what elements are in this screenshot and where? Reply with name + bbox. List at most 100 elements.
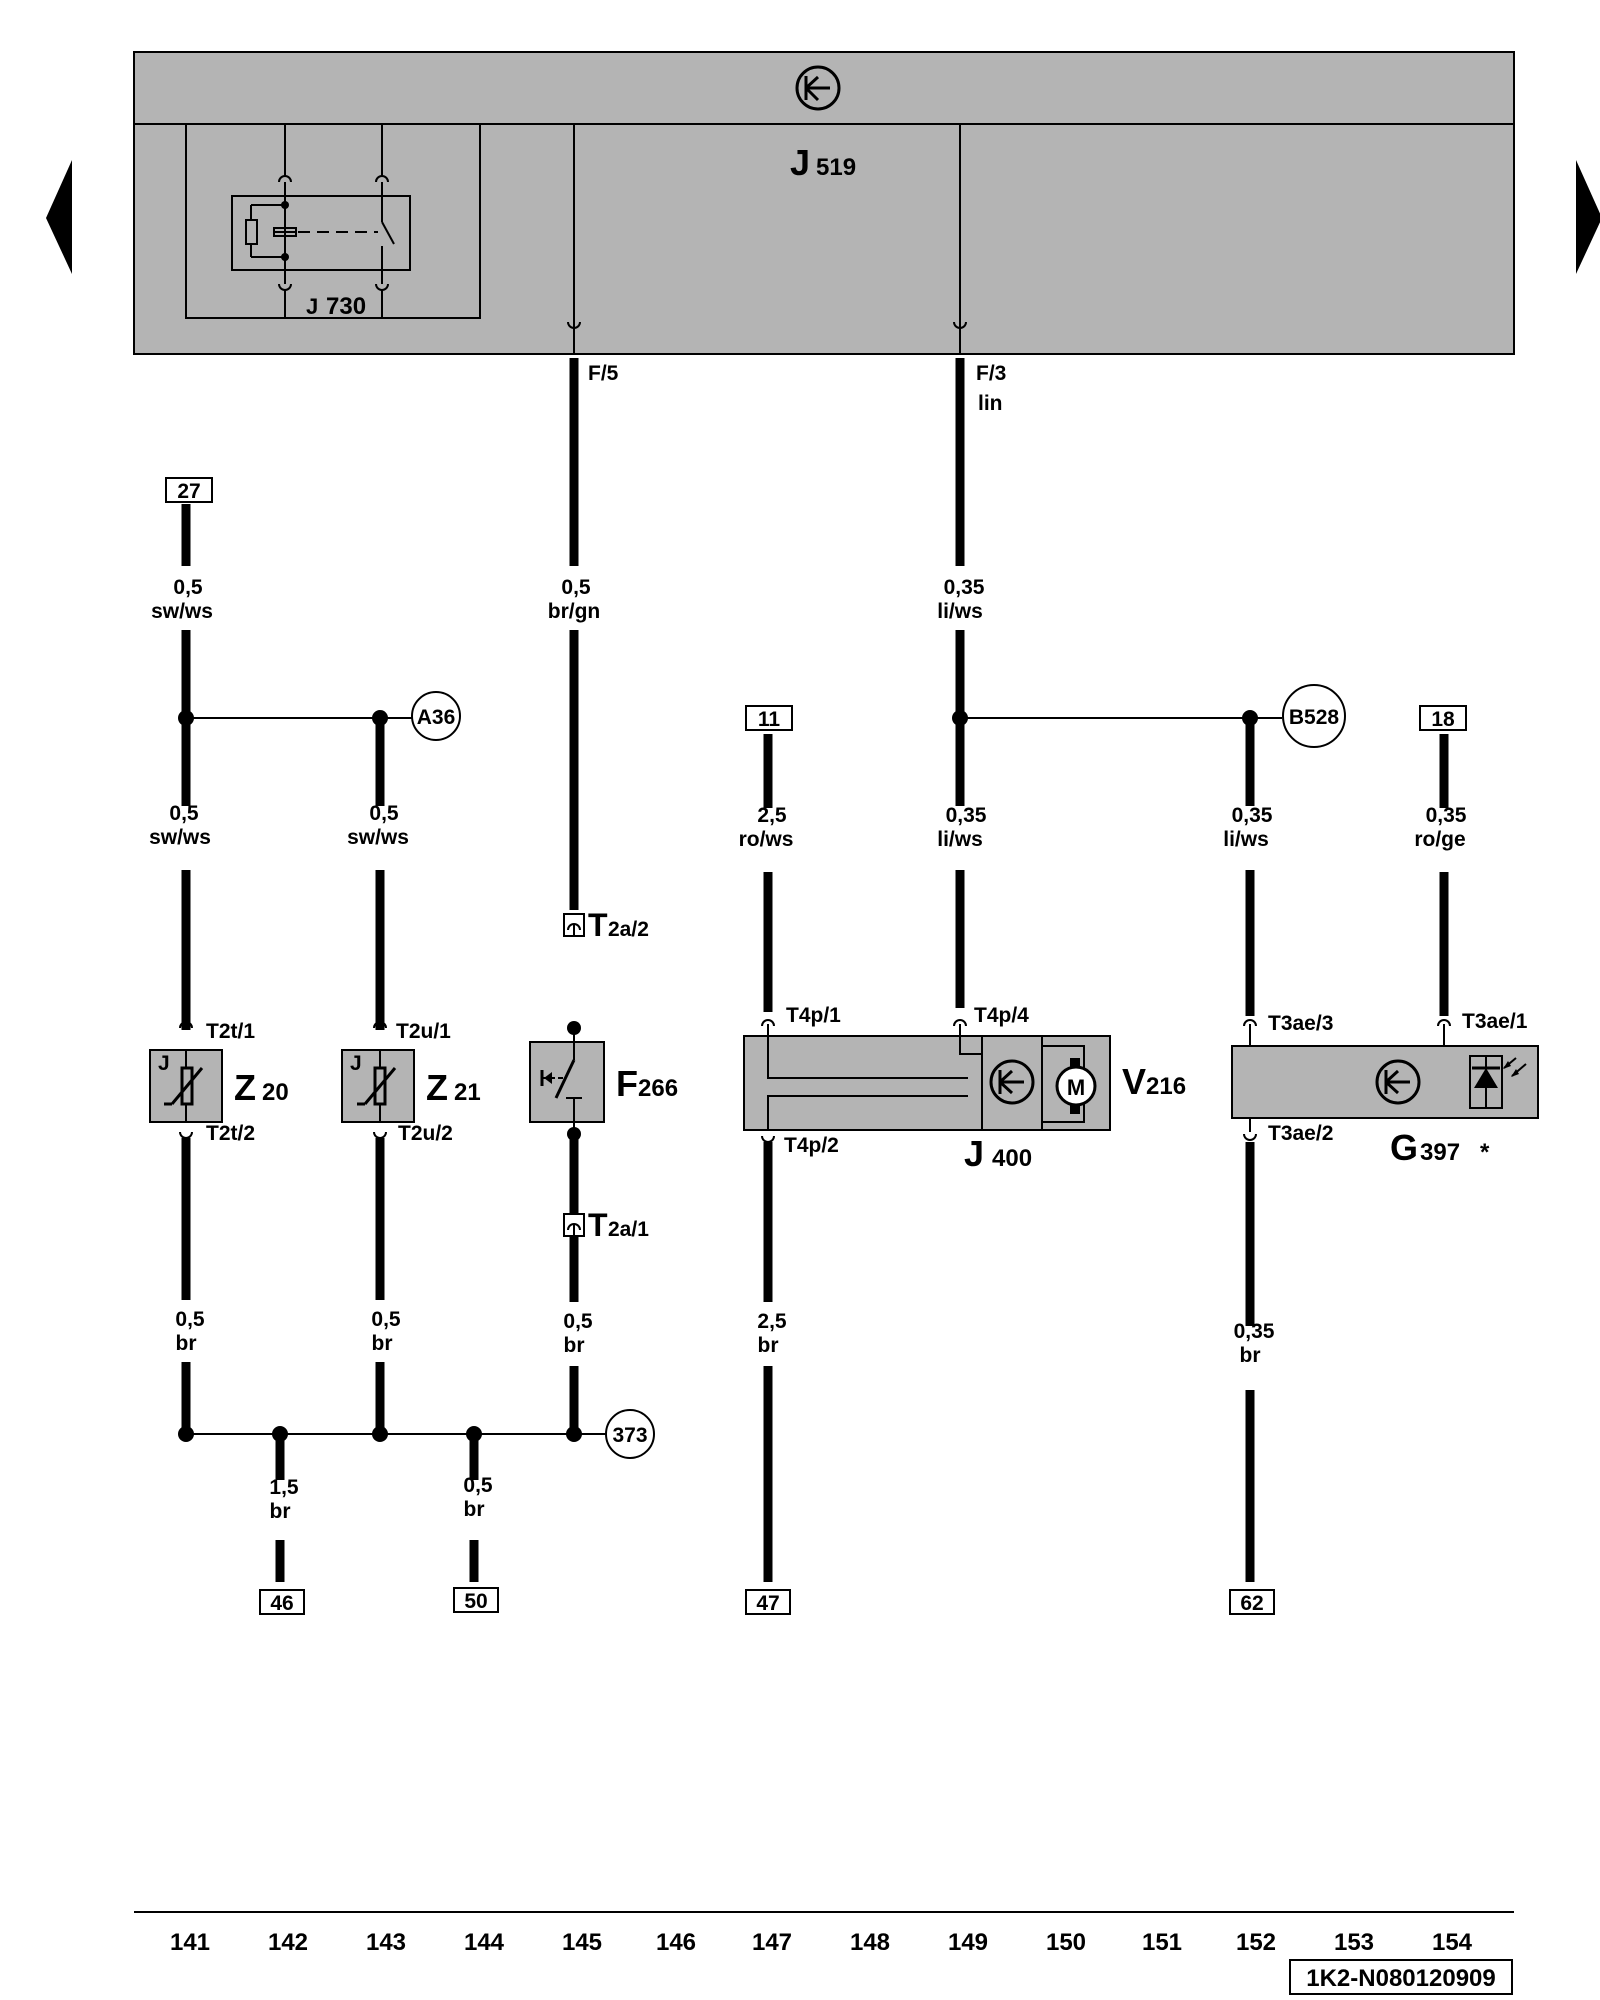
electronic-module-icon [1375,1059,1421,1105]
svg-text:T3ae/3: T3ae/3 [1268,1012,1333,1035]
ptc-heater-icon [357,1050,397,1122]
svg-text:27: 27 [177,480,200,503]
wire-color: li/ws [937,828,983,851]
wire-size: 0,35 [1232,804,1273,827]
wire-color: br [758,1334,779,1357]
module-j519[interactable]: J 519 [133,51,1515,355]
svg-text:T4p/2: T4p/2 [784,1134,839,1157]
wire-color: li/ws [1223,828,1269,851]
wire-color: ro/ge [1414,828,1465,851]
wire-size: 0,5 [169,802,199,825]
ref-27[interactable]: 27 [165,477,213,503]
ref-50[interactable]: 50 [453,1587,499,1613]
wire-size: 0,5 [175,1308,205,1331]
node-a36[interactable]: A36 [411,691,461,741]
svg-text:T3ae/1: T3ae/1 [1462,1010,1528,1033]
svg-text:*: * [1480,1139,1490,1166]
wire-color: br [372,1332,393,1355]
ptc-heater-icon [164,1050,204,1122]
z20-tag: J [158,1052,170,1075]
wire-size: 0,35 [944,576,985,599]
ref-18[interactable]: 18 [1419,705,1467,731]
svg-text:2a/1: 2a/1 [608,1218,649,1241]
thick-wires [181,358,1449,1582]
svg-text:20: 20 [262,1079,289,1106]
triangle-left-icon[interactable] [46,160,72,274]
node-b528[interactable]: B528 [1282,684,1346,748]
wire-labels: 0,5 sw/ws 0,5 br/gn 0,35 li/ws 0,5 sw/ws… [149,576,1467,1523]
relay-j730[interactable]: J 730 [185,123,481,320]
wire-color: sw/ws [347,826,409,849]
j730-sub: 730 [326,293,366,320]
j519-sub: 519 [816,154,856,181]
wire-size: 2,5 [757,804,787,827]
component-g397[interactable]: T3ae/3 T3ae/1 T3ae/2 G 397 * [1231,1010,1539,1168]
wire-size: 2,5 [757,1310,787,1333]
component-f266[interactable]: F 266 [529,1028,678,1134]
photodiode-icon [1472,1056,1527,1108]
ref-11[interactable]: 11 [745,705,793,731]
footer-column-number: 154 [1432,1929,1473,1956]
z21-tag: J [350,1052,362,1075]
motor-icon: M [1055,1058,1097,1114]
svg-text:47: 47 [756,1592,779,1615]
pin-f5-label: F/5 [588,362,619,385]
wire-size: 0,5 [173,576,203,599]
wire-color: sw/ws [149,826,211,849]
svg-text:21: 21 [454,1079,481,1106]
svg-text:11: 11 [758,708,781,731]
wire-color: br/gn [548,600,601,623]
wire-color: br [1240,1344,1261,1367]
svg-text:397: 397 [1420,1139,1460,1166]
svg-text:T: T [588,907,608,943]
wire-size: 0,5 [371,1308,401,1331]
svg-text:216: 216 [1146,1073,1186,1100]
svg-text:T2t/2: T2t/2 [206,1122,255,1145]
connector-t2a-1[interactable]: T 2a/1 [563,1207,649,1243]
triangle-right-icon[interactable] [1576,160,1600,274]
wire-color: sw/ws [151,600,213,623]
wire-color: br [564,1334,585,1357]
ref-46[interactable]: 46 [259,1589,305,1615]
wire-size: 0,5 [561,576,591,599]
svg-text:T4p/4: T4p/4 [974,1004,1029,1027]
svg-text:T: T [588,1207,608,1243]
footer-column-number: 153 [1334,1929,1374,1956]
node-373[interactable]: 373 [605,1409,655,1459]
svg-text:T3ae/2: T3ae/2 [1268,1122,1333,1145]
wire-size: 0,35 [1426,804,1467,827]
wire-size: 0,35 [1234,1320,1275,1343]
j730-letter: J [306,294,318,319]
footer-column-number: 149 [948,1929,988,1956]
svg-text:62: 62 [1240,1592,1263,1615]
wire-size: 0,5 [369,802,399,825]
wire-color: br [270,1500,291,1523]
footer-column-number: 148 [850,1929,890,1956]
footer-column-number: 142 [268,1929,308,1956]
wire-size: 1,5 [269,1476,299,1499]
component-z20[interactable]: J T2t/1 T2t/2 Z 20 [149,1020,289,1145]
footer-column-number: 151 [1142,1929,1182,1956]
svg-text:T2u/2: T2u/2 [398,1122,453,1145]
svg-text:A36: A36 [417,706,456,729]
svg-text:266: 266 [638,1075,678,1102]
svg-text:F: F [616,1063,638,1104]
wire-size: 0,35 [946,804,987,827]
j519-letter: J [790,142,810,183]
svg-text:J: J [964,1133,984,1174]
footer-column-number: 152 [1236,1929,1276,1956]
svg-text:Z: Z [234,1067,256,1108]
ref-62[interactable]: 62 [1229,1589,1275,1615]
svg-text:18: 18 [1431,708,1455,731]
svg-text:1K2-N080120909: 1K2-N080120909 [1306,1965,1495,1992]
component-v216-j400[interactable]: M T4p/1 T4p/4 T4p/2 V 216 J 400 [743,1004,1186,1174]
electronic-module-icon [795,65,841,111]
svg-text:2a/2: 2a/2 [608,918,649,941]
svg-text:46: 46 [270,1592,293,1615]
diagram-code: 1K2-N080120909 [1289,1959,1513,1995]
svg-text:M: M [1067,1075,1085,1100]
contact-switch-icon [540,1028,582,1134]
ref-47[interactable]: 47 [745,1589,791,1615]
component-z21[interactable]: J T2u/1 T2u/2 Z 21 [341,1020,481,1145]
connector-t2a-2[interactable]: T 2a/2 [563,907,649,943]
